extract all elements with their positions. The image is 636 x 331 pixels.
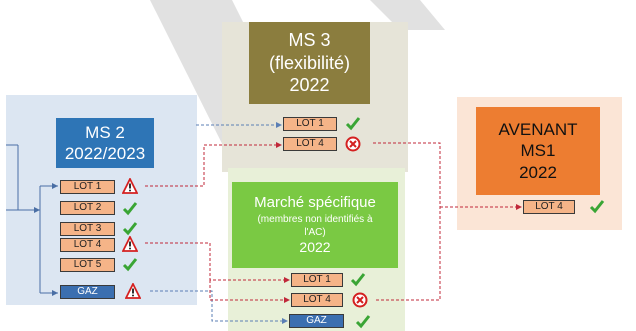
marche-title-box: Marché spécifique (membres non identifié… (232, 182, 398, 268)
ms2-lot-2: LOT 2 (60, 201, 115, 215)
ms3-title-line3: 2022 (289, 75, 330, 96)
avenant-title-line1: AVENANT (498, 120, 578, 140)
ms2-title-box: MS 2 2022/2023 (56, 118, 154, 168)
marche-title-line2: (membres non identifiés à l'AC) (257, 213, 373, 238)
ms3-title-box: MS 3 (flexibilité) 2022 (249, 22, 370, 104)
check-icon (122, 222, 138, 236)
check-icon (589, 200, 605, 214)
ms3-title-line1: MS 3 (288, 30, 331, 51)
check-icon (350, 273, 366, 287)
check-icon (122, 258, 138, 272)
cross-icon (352, 292, 368, 308)
check-icon (122, 202, 138, 216)
warning-icon (125, 283, 141, 299)
ms3-lot-1: LOT 1 (283, 117, 337, 131)
ms2-lot-1: LOT 1 (60, 180, 115, 194)
check-icon (345, 117, 361, 131)
ms2-title-line1: MS 2 (85, 122, 125, 142)
ms2-lot-3: LOT 3 (60, 222, 115, 236)
avenant-title-line2: MS1 (520, 141, 556, 161)
marche-title-line1: Marché spécifique (254, 193, 376, 211)
ms2-title-line2: 2022/2023 (64, 144, 146, 163)
cross-icon (345, 136, 361, 152)
warning-icon (122, 236, 138, 252)
ms2-lot-gaz: GAZ (60, 285, 115, 299)
avenant-title-line3: 2022 (519, 162, 557, 182)
ms3-lot-4: LOT 4 (283, 137, 337, 151)
avenant-lot-4: LOT 4 (523, 200, 575, 214)
marche-lot-gaz: GAZ (289, 314, 344, 328)
avenant-title-box: AVENANT MS1 2022 (476, 107, 600, 195)
marche-title-line3: 2022 (299, 238, 331, 255)
ms2-lot-4: LOT 4 (60, 238, 115, 252)
ms3-title-line2: (flexibilité) (268, 52, 351, 73)
marche-lot-4: LOT 4 (291, 293, 343, 307)
warning-icon (122, 178, 138, 194)
ms2-lot-5: LOT 5 (60, 258, 115, 272)
marche-lot-1: LOT 1 (291, 273, 343, 287)
check-icon (355, 315, 371, 329)
